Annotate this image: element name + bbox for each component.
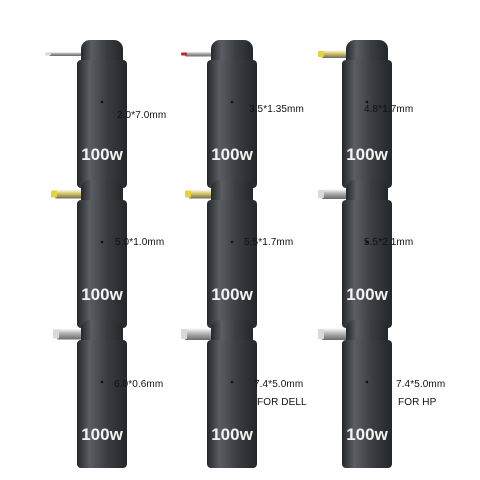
adapter-body bbox=[77, 200, 127, 328]
connector-pin bbox=[189, 189, 213, 199]
led-dot bbox=[100, 240, 104, 244]
connector-tip bbox=[318, 329, 324, 339]
led-dot bbox=[100, 380, 104, 384]
connector-tip bbox=[53, 329, 59, 339]
led-dot bbox=[230, 240, 234, 244]
power-badge: 100w bbox=[346, 285, 388, 304]
connector-tip bbox=[185, 190, 191, 198]
connector-pin bbox=[57, 328, 83, 340]
size-label: 5.5*2.1mm bbox=[364, 237, 414, 248]
compat-label: FOR DELL bbox=[257, 397, 307, 408]
adapter-image: 100w bbox=[318, 40, 392, 188]
size-label: 5.5*1.7mm bbox=[244, 237, 294, 248]
connector-pin bbox=[55, 189, 83, 199]
adapter-image: 100w bbox=[45, 40, 127, 188]
power-badge: 100w bbox=[81, 425, 123, 444]
connector-tip bbox=[181, 329, 187, 339]
compat-label: FOR HP bbox=[398, 397, 437, 408]
led-dot bbox=[365, 100, 369, 104]
led-dot bbox=[365, 380, 369, 384]
connector-pin bbox=[49, 52, 83, 56]
adapter-image: 100w bbox=[318, 320, 392, 468]
adapter-image: 100w bbox=[185, 180, 257, 328]
connector-pin bbox=[322, 328, 348, 340]
connector-pin bbox=[185, 328, 213, 340]
adapter-image: 100w bbox=[53, 320, 127, 468]
led-dot bbox=[230, 100, 234, 104]
size-label: 3.5*1.35mm bbox=[249, 104, 304, 115]
led-dot bbox=[230, 380, 234, 384]
power-badge: 100w bbox=[81, 285, 123, 304]
connector-pin bbox=[322, 189, 348, 199]
adapter-body bbox=[342, 200, 392, 328]
adapter-body bbox=[342, 340, 392, 468]
size-label: 2.0*7.0mm bbox=[117, 110, 167, 121]
connector-tip bbox=[51, 190, 57, 198]
power-badge: 100w bbox=[211, 425, 253, 444]
adapter-image: 100w bbox=[181, 40, 257, 188]
size-label: 7.4*5.0mm bbox=[254, 379, 304, 390]
connector-tip bbox=[318, 190, 324, 198]
size-label: 5.0*1.0mm bbox=[115, 237, 165, 248]
led-dot bbox=[365, 240, 369, 244]
power-badge: 100w bbox=[346, 145, 388, 164]
adapter-body bbox=[342, 60, 392, 188]
adapter-body bbox=[77, 60, 127, 188]
connector-tip bbox=[318, 51, 324, 57]
power-badge: 100w bbox=[81, 145, 123, 164]
adapter-body bbox=[207, 60, 257, 188]
connector-tip bbox=[45, 52, 51, 56]
adapter-body bbox=[207, 200, 257, 328]
adapter-body bbox=[77, 340, 127, 468]
power-badge: 100w bbox=[211, 145, 253, 164]
connector-pin bbox=[185, 51, 213, 57]
led-dot bbox=[100, 100, 104, 104]
connector-pin bbox=[322, 50, 348, 58]
connector-tip bbox=[181, 52, 187, 56]
size-label: 4.8*1.7mm bbox=[364, 104, 414, 115]
size-label: 7.4*5.0mm bbox=[396, 379, 446, 390]
power-badge: 100w bbox=[211, 285, 253, 304]
adapter-image: 100w bbox=[181, 320, 257, 468]
adapter-body bbox=[207, 340, 257, 468]
size-label: 6.0*0.6mm bbox=[114, 379, 164, 390]
power-badge: 100w bbox=[346, 425, 388, 444]
adapter-image: 100w bbox=[51, 180, 127, 328]
adapter-image: 100w bbox=[318, 180, 392, 328]
